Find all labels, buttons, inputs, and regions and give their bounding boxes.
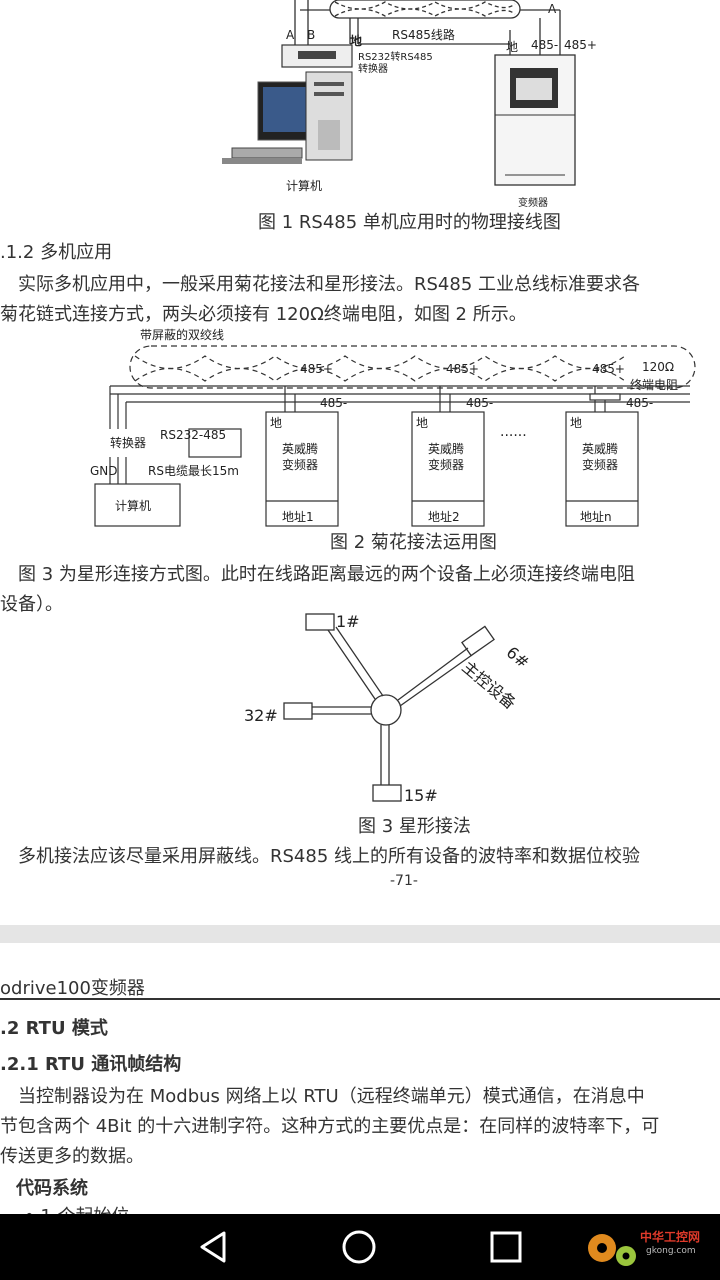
fig3-node-1: 1#	[336, 612, 360, 631]
fig1-bus-label: RS485线路	[392, 28, 455, 42]
fig1-inv-485p: 485+	[564, 38, 597, 52]
fig2-485m-1: 485-	[320, 396, 348, 410]
fig2-addrn: 地址n	[580, 510, 612, 524]
fig2-device1-name2: 变频器	[282, 458, 319, 472]
para2-line1: 图 3 为星形连接方式图。此时在线路距离最远的两个设备上必须连接终端电阻	[18, 564, 635, 585]
fig1-inverter-label: 变频器	[518, 198, 548, 209]
fig1-label-a: A	[286, 28, 295, 42]
fig2-device2-name2: 变频器	[428, 458, 465, 472]
fig2-485m-n: 485-	[626, 396, 654, 410]
recents-icon[interactable]	[489, 1230, 523, 1264]
page2-heading-2: .2.1 RTU 通讯帧结构	[0, 1054, 182, 1075]
fig2-gnd-2: 地	[416, 416, 429, 430]
para2-line2: 设备）。	[0, 594, 63, 615]
fig2-computer-label: 计算机	[115, 499, 152, 513]
fig2-cable-label: RS电缆最长15m	[148, 464, 239, 478]
back-icon[interactable]	[196, 1230, 232, 1264]
fig2-devicen-name2: 变频器	[582, 458, 619, 472]
computer-illustration	[222, 71, 353, 164]
fig2-caption: 图 2 菊花接法运用图	[330, 532, 497, 553]
figure-3-diagram	[283, 613, 495, 802]
fig1-label-a2: A	[548, 2, 557, 16]
page-gap	[0, 925, 720, 943]
fig1-caption: 图 1 RS485 单机应用时的物理接线图	[258, 212, 561, 233]
para1-line1: 实际多机应用中，一般采用菊花接法和星形接法。RS485 工业总线标准要求各	[18, 274, 641, 295]
watermark-text-1: 中华工控网	[640, 1230, 701, 1244]
fig2-dots: ······	[500, 428, 527, 444]
page2-heading-1: .2 RTU 模式	[0, 1018, 108, 1039]
fig2-485p-n: 485+	[592, 362, 625, 376]
fig3-node-32: 32#	[244, 706, 278, 725]
fig2-device2-name1: 英威腾	[428, 442, 465, 456]
fig2-devicen-name1: 英威腾	[582, 442, 619, 456]
fig2-converter-label: 转换器	[110, 436, 147, 450]
page2-header: odrive100变频器	[0, 978, 145, 999]
para3: 多机接法应该尽量采用屏蔽线。RS485 线上的所有设备的波特率和数据位校验	[18, 846, 641, 867]
fig1-inv-485m: 485-	[531, 38, 559, 52]
fig2-resistor-label: 终端电阻	[630, 378, 679, 392]
section-heading-multi: .1.2 多机应用	[0, 242, 113, 263]
para1-line2: 菊花链式连接方式，两头必须接有 120Ω终端电阻，如图 2 所示。	[0, 304, 527, 325]
fig2-485m-2: 485-	[466, 396, 494, 410]
fig2-addr2: 地址2	[428, 510, 460, 524]
fig1-label-b: B	[307, 28, 316, 42]
fig2-device1-name1: 英威腾	[282, 442, 319, 456]
page2-para-line1: 当控制器设为在 Modbus 网络上以 RTU（远程终端单元）模式通信，在消息中	[18, 1086, 645, 1107]
page-number: -71-	[390, 873, 418, 889]
fig2-twisted-pair-label: 带屏蔽的双绞线	[140, 328, 225, 342]
fig2-gnd-n: 地	[570, 416, 583, 430]
page2-code-title: 代码系统	[16, 1178, 88, 1199]
watermark-text-2: gkong.com	[646, 1246, 696, 1256]
fig1-inv-gnd: 地	[506, 40, 519, 54]
fig2-addr1: 地址1	[282, 510, 314, 524]
fig1-converter-label: RS232转RS485转换器	[358, 52, 433, 75]
fig3-caption: 图 3 星形接法	[358, 816, 471, 837]
fig2-resistor-value: 120Ω	[642, 360, 675, 374]
android-nav-bar: 中华工控网 gkong.com	[0, 1214, 720, 1280]
page2-header-rule	[0, 998, 720, 1000]
fig1-label-gnd: 地	[350, 34, 363, 48]
page2-para-line3: 传送更多的数据。	[0, 1146, 144, 1167]
fig1-computer-label: 计算机	[286, 179, 323, 193]
fig2-485p-1: 485+	[300, 362, 333, 376]
fig2-gnd-label: GND	[90, 464, 118, 478]
home-icon[interactable]	[341, 1229, 377, 1265]
gkong-watermark: 中华工控网 gkong.com	[582, 1222, 716, 1272]
fig2-485p-2: 485+	[446, 362, 479, 376]
inverter-illustration	[494, 54, 576, 186]
figure-2-diagram	[94, 345, 696, 527]
gear-logo-icon	[588, 1234, 636, 1266]
fig3-node-15: 15#	[404, 786, 438, 805]
figure-1-diagram	[222, 0, 576, 186]
fig2-gnd-1: 地	[270, 416, 283, 430]
fig2-rs232-485-label: RS232-485	[160, 428, 227, 442]
page2-para-line2: 节包含两个 4Bit 的十六进制字符。这种方式的主要优点是：在同样的波特率下，可	[0, 1116, 660, 1137]
page2-bullet: • 1 个起始位	[24, 1202, 130, 1214]
